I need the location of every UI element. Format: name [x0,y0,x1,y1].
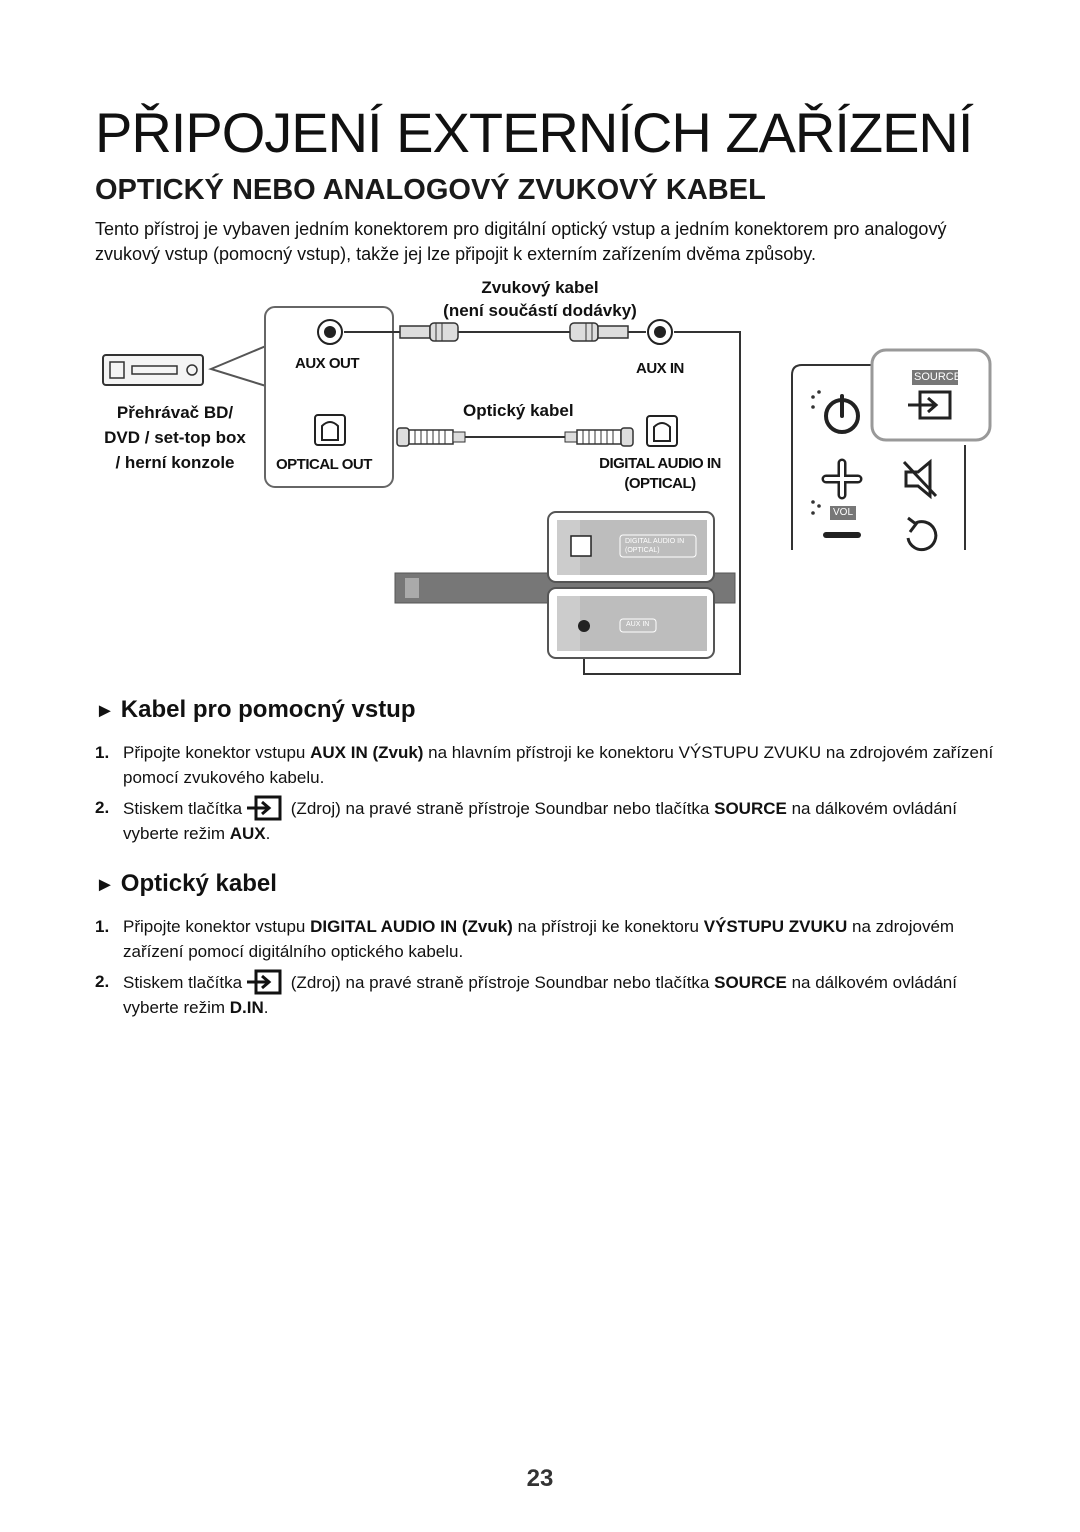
source-badge-bg [912,370,958,385]
digital-audio-in-label: DIGITAL AUDIO IN [599,455,721,472]
digital-audio-in-port [646,415,678,447]
optical-out-port [314,414,346,446]
step-number: 2. [95,972,110,991]
mute-icon [902,458,938,500]
vol-badge: VOL [833,507,854,518]
step-text: Připojte konektor vstupu DIGITAL AUDIO I… [123,914,1015,964]
step-text-part: na dálkovém ovládání vyberte režim [123,799,957,843]
step-text-part: (Zdroj) na pravé straně přístroje Soundb… [286,973,715,992]
triangle-bullet-icon: ► [95,700,115,722]
optical-step-2: 2. Stiskem tlačítka (Zdroj) na pravé str… [95,969,1015,1020]
aux-step-1: 1. Připojte konektor vstupu AUX IN (Zvuk… [95,740,1015,790]
soundbar-side-panel [791,348,992,550]
step-text-bold: SOURCE [714,799,787,818]
optical-cable-label: Optický kabel [463,401,574,420]
bd-player-icon [102,354,204,386]
power-icon [824,394,860,434]
aux-heading-text: Kabel pro pomocný vstup [120,696,416,723]
panel-digital-label: DIGITAL AUDIO IN [625,538,685,545]
step-text: Stiskem tlačítka (Zdroj) na pravé straně… [123,969,1015,1020]
step-text-part: na zdrojovém zařízení pomocí digitálního… [123,917,955,961]
step-text-bold: DIGITAL AUDIO IN (Zvuk) [310,917,513,936]
step-text: Stiskem tlačítka (Zdroj) na pravé straně… [123,795,1015,846]
audio-cable-note: (není součástí dodávky) [443,301,637,320]
source-icon [247,969,282,995]
digital-audio-in-optical: (OPTICAL) [624,475,696,492]
source-icon [247,795,282,821]
step-text-bold: AUX [229,824,266,843]
optical-cable [396,427,634,447]
step-text-part: na dálkovém ovládání vyberte režim [123,973,957,1017]
soundbar-back-panel-top [547,511,715,583]
player-label-line3: / herní konzole [115,453,235,472]
repeat-icon [906,516,938,552]
audio-cable [344,322,646,342]
volume-up-icon [821,458,863,500]
vol-badge-bg [830,506,856,520]
step-text-bold: SOURCE [714,973,787,992]
source-badge: SOURCE [914,371,962,383]
step-text-part: Připojte konektor vstupu [123,917,311,936]
step-text-part: . [265,824,271,843]
connection-diagram: Zvukový kabel (není součástí dodávky) AU… [0,270,1080,690]
aux-in-jack [647,319,673,345]
page-number: 23 [526,1465,554,1492]
step-number: 1. [95,743,110,762]
panel-digital-optical: (OPTICAL) [625,547,660,554]
step-text-part: Připojte konektor vstupu [123,743,311,762]
player-label-line1: Přehrávač BD/ [116,403,234,422]
diagram-drawing [102,306,992,675]
step-text-part: Stiskem tlačítka [123,973,243,992]
step-text-part: Stiskem tlačítka [123,799,243,818]
aux-step-2: 2. Stiskem tlačítka (Zdroj) na pravé str… [95,795,1015,846]
step-text-part: . [263,998,269,1017]
optical-step-1: 1. Připojte konektor vstupu DIGITAL AUDI… [95,914,1015,964]
optical-section-heading: ►Optický kabel [95,870,277,898]
output-panel [264,306,394,488]
aux-out-label: AUX OUT [295,355,360,372]
page-title: PŘIPOJENÍ EXTERNÍCH ZAŘÍZENÍ [95,101,973,164]
step-text-part: na přístroji ke konektoru [512,917,704,936]
optical-out-label: OPTICAL OUT [276,456,372,473]
step-text-bold: AUX IN (Zvuk) [310,743,424,762]
optical-heading-text: Optický kabel [120,870,277,897]
step-text-part: (Zdroj) na pravé straně přístroje Soundb… [286,799,715,818]
aux-in-label: AUX IN [636,360,684,377]
aux-section-heading: ►Kabel pro pomocný vstup [95,696,416,724]
player-label-line2: DVD / set-top box [104,428,246,447]
section-title: OPTICKÝ NEBO ANALOGOVÝ ZVUKOVÝ KABEL [95,174,766,206]
step-text-bold: D.IN [229,998,264,1017]
step-number: 2. [95,798,110,817]
audio-cable-label: Zvukový kabel [481,278,599,297]
soundbar-back-panel-bottom [547,587,715,659]
source-icon [908,390,952,420]
aux-out-jack [317,319,343,345]
intro-paragraph: Tento přístroj je vybaven jedním konekto… [95,219,947,264]
step-text: Připojte konektor vstupu AUX IN (Zvuk) n… [123,740,1015,790]
panel-aux-label: AUX IN [626,621,650,628]
triangle-bullet-icon: ► [95,874,115,896]
step-text-part: na hlavním přístroji ke konektoru VÝSTUP… [123,743,994,787]
step-number: 1. [95,917,110,936]
step-text-bold: VÝSTUPU ZVUKU [703,917,848,936]
